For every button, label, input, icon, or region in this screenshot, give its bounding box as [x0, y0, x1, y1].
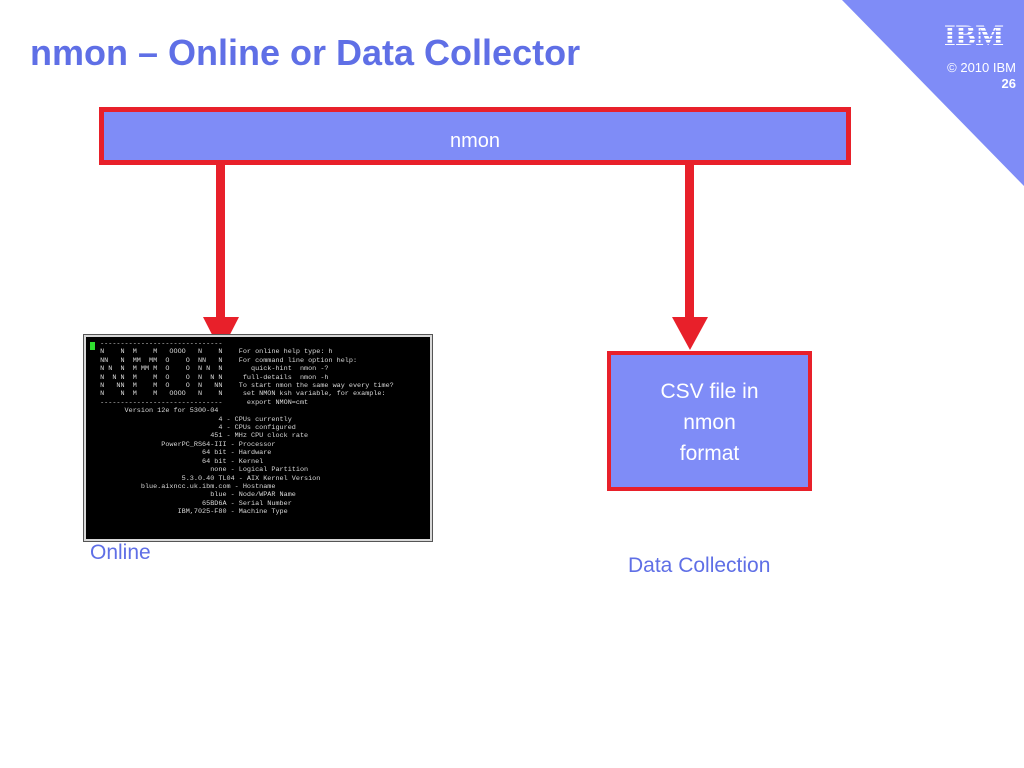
terminal-line: Version 12e for 5300-04 [96, 407, 219, 416]
arrow-online-shaft [216, 165, 225, 319]
terminal-line: 5.3.0.40 TL04 - AIX Kernel Version [96, 474, 321, 483]
terminal-line: 65BD6A - Serial Number [96, 499, 292, 508]
ibm-logo-text: IBM [944, 19, 1004, 52]
arrow-data-head [672, 317, 708, 350]
copyright-text: © 2010 IBM [947, 60, 1016, 75]
copyright-notice: © 2010 IBM 26 [947, 60, 1016, 92]
terminal-line: N N N M MM M O O N N N quick-hint nmon -… [96, 365, 329, 374]
terminal-line: blue.aixncc.uk.ibm.com - Hostname [96, 482, 276, 491]
online-label: Online [90, 541, 151, 564]
page-number: 26 [1001, 76, 1016, 91]
data-collection-label: Data Collection [628, 554, 771, 577]
terminal-line: N N M M OOOO N N For online help type: h [96, 348, 333, 357]
terminal-line: N NN M M O O N NN To start nmon the same… [96, 382, 394, 391]
terminal-line: PowerPC_RS64-III - Processor [96, 440, 276, 449]
csv-box-line: format [679, 442, 740, 465]
terminal-line: ------------------------------ export NM… [96, 398, 309, 407]
terminal-line: 64 bit - Hardware [96, 449, 272, 458]
slide-title: nmon – Online or Data Collector [30, 32, 581, 73]
nmon-terminal-screenshot: ------------------------------ N N M M O… [83, 334, 433, 542]
terminal-line: N N M M OOOO N N set NMON ksh variable, … [96, 390, 386, 399]
csv-box-line: CSV file in [660, 380, 759, 403]
terminal-line: IBM,7025-F80 - Machine Type [96, 508, 288, 517]
terminal-line: ------------------------------ [96, 340, 223, 348]
terminal-cursor [90, 342, 95, 350]
terminal-line: blue - Node/WPAR Name [96, 491, 296, 500]
csv-file-box: CSV file in nmon format [607, 351, 812, 491]
terminal-output: ------------------------------ N N M M O… [96, 340, 394, 517]
nmon-box: nmon [99, 107, 851, 165]
terminal-line: N N N M M O O N N N full-details nmon -h [96, 373, 329, 382]
terminal-line: 64 bit - Kernel [96, 457, 264, 466]
terminal-line: NN N MM MM O O NN N For command line opt… [96, 356, 358, 365]
csv-box-line: nmon [683, 411, 736, 434]
terminal-line: 4 - CPUs currently [96, 415, 292, 424]
arrow-data-shaft [685, 165, 694, 319]
terminal-line: 4 - CPUs configured [96, 424, 296, 433]
terminal-line: none - Logical Partition [96, 466, 309, 475]
arrow-online-head [203, 317, 239, 352]
terminal-line: 451 - MHz CPU clock rate [96, 432, 309, 441]
ibm-logo: IBM [944, 19, 1004, 52]
